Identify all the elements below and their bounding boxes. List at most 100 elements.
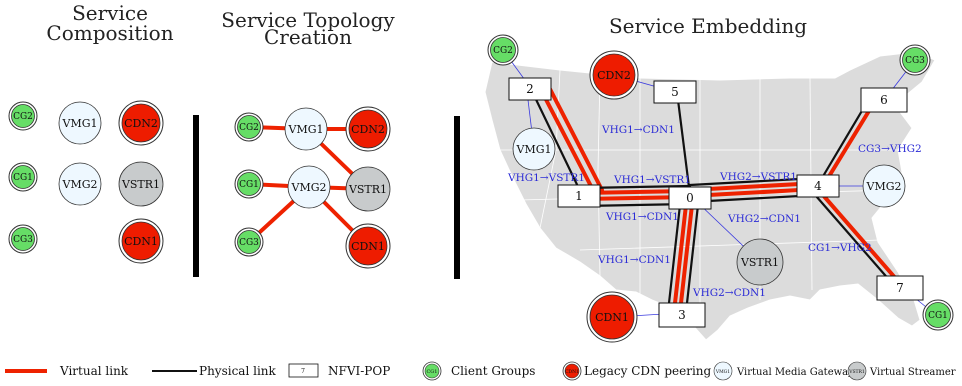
emb-cg1-node: CG1 [922, 299, 954, 331]
vmg1-label: VMG1 [62, 117, 98, 130]
topo-cg2-label: CG2 [239, 123, 259, 133]
composition-title-line2: Composition [46, 21, 173, 45]
legend-cdn-sample: CDN1 [565, 369, 579, 375]
cdn1-label: CDN1 [124, 235, 158, 248]
pop-1: 1 [557, 184, 601, 208]
legend-pop-swatch [288, 363, 319, 378]
emb-cg1-label: CG1 [928, 311, 948, 321]
cg3-node: CG3 [8, 224, 38, 254]
label-vhg1-cdn1-mid: VHG1→CDN1 [605, 211, 679, 223]
emb-vmg2-label: VMG2 [866, 180, 902, 193]
emb-vmg2-node: VMG2 [862, 164, 906, 208]
legend-nfvi-pop: NFVI-POP [328, 364, 390, 378]
topo-vstr1-label: VSTR1 [348, 183, 387, 196]
composition-panel: Service Composition CG2 CG1 CG3 VMG1 VMG… [8, 1, 174, 264]
topo-cdn1-node: CDN1 [345, 223, 391, 269]
label-vhg2-vstr1: VHG2→VSTR1 [719, 171, 797, 183]
vstr1-label: VSTR1 [121, 178, 160, 191]
emb-vmg1-label: VMG1 [516, 143, 552, 156]
label-cg3-vhg2: CG3→VHG2 [858, 143, 922, 155]
legend-cg-swatch [424, 363, 440, 379]
emb-cg3-label: CG3 [905, 56, 925, 66]
emb-cdn1-label: CDN1 [595, 311, 629, 324]
topo-vmg1-node: VMG1 [284, 107, 328, 151]
legend-vstr-swatch [847, 361, 867, 381]
legend-vmg-sample: VMG1 [715, 369, 730, 375]
topology-title-line1: Service Topology [221, 8, 395, 32]
cdn2-node: CDN2 [118, 100, 164, 146]
label-vhg2-cdn1-right: VHG2→CDN1 [727, 213, 801, 225]
topo-cg1-label: CG1 [239, 180, 259, 190]
label-vhg1-cdn1-low: VHG1→CDN1 [597, 254, 671, 266]
topo-vmg1-label: VMG1 [288, 123, 324, 136]
emb-cg3-node: CG3 [899, 44, 931, 76]
panel-separator-1 [193, 115, 199, 277]
topo-vstr1-node: VSTR1 [345, 166, 391, 212]
cg3-label: CG3 [13, 235, 33, 245]
legend-legacy-cdn: Legacy CDN peering [584, 364, 712, 378]
pop-5: 5 [653, 80, 697, 104]
pop-7: 7 [876, 275, 924, 301]
topo-cg1-node: CG1 [234, 169, 264, 199]
label-vhg2-cdn1-low: VHG2→CDN1 [692, 287, 766, 299]
legend-cg-sample: CG1 [426, 369, 437, 375]
label-vhg1-cdn1-top: VHG1→CDN1 [601, 124, 675, 136]
cg1-node: CG1 [8, 162, 38, 192]
legend: Virtual link Physical link 7 NFVI-POP CG… [5, 361, 956, 381]
pop-4-label: 4 [814, 179, 822, 193]
cdn1-node: CDN1 [118, 218, 164, 264]
topo-cg3-label: CG3 [239, 238, 259, 248]
cg2-label: CG2 [13, 112, 33, 122]
legend-vmg-swatch [713, 361, 733, 381]
cdn2-label: CDN2 [124, 117, 158, 130]
composition-title-line1: Service [72, 1, 148, 25]
topo-vmg2-label: VMG2 [291, 181, 327, 194]
pop-6-label: 6 [880, 93, 888, 107]
pop-3-label: 3 [678, 308, 686, 322]
emb-vstr1-label: VSTR1 [740, 256, 779, 269]
topo-cdn2-node: CDN2 [345, 106, 391, 152]
legend-pop-sample: 7 [301, 368, 305, 375]
topo-cg2-node: CG2 [234, 112, 264, 142]
legend-vstr: Virtual Streamer [869, 367, 956, 378]
panel-separator-2 [454, 116, 460, 279]
topo-vmg2-node: VMG2 [287, 165, 331, 209]
link-annotations: VHG1→CDN1 VHG1→VSTR1 VHG1→VSTR1 VHG1→CDN… [507, 124, 922, 299]
topo-cdn1-label: CDN1 [351, 240, 385, 253]
vmg1-node: VMG1 [58, 101, 102, 145]
topo-cdn2-label: CDN2 [351, 123, 385, 136]
legend-vstr-sample: VSTR1 [848, 369, 865, 375]
emb-vmg1-node: VMG1 [512, 127, 556, 171]
topology-panel: Service Topology Creation CG2 CG1 CG3 [221, 8, 395, 269]
cg1-label: CG1 [13, 173, 33, 183]
legend-virtual-link: Virtual link [59, 364, 129, 378]
emb-cg2-node: CG2 [487, 34, 519, 66]
pop-7-label: 7 [896, 281, 904, 295]
legend-client-groups: Client Groups [451, 364, 535, 378]
emb-cdn1-node: CDN1 [586, 291, 638, 343]
pop-6: 6 [860, 87, 908, 113]
pop-5-label: 5 [671, 85, 679, 99]
topology-title-line2: Creation [264, 25, 352, 49]
pop-2-label: 2 [526, 82, 534, 96]
label-cg1-vhg2: CG1→VHG2 [808, 242, 872, 254]
legend-cdn-swatch [564, 363, 580, 379]
emb-cdn2-node: CDN2 [589, 50, 639, 100]
vmg2-label: VMG2 [62, 178, 98, 191]
pop-4: 4 [796, 174, 840, 198]
vstr1-node: VSTR1 [118, 161, 164, 207]
emb-cg2-label: CG2 [493, 46, 513, 56]
pop-0-label: 0 [686, 191, 694, 205]
pop-3: 3 [658, 302, 706, 328]
legend-vmg: Virtual Media Gateway [736, 367, 854, 378]
cg2-node: CG2 [8, 101, 38, 131]
pop-2: 2 [508, 77, 552, 101]
embedding-title: Service Embedding [609, 14, 807, 38]
legend-physical-link: Physical link [199, 364, 277, 378]
topo-cg3-node: CG3 [234, 227, 264, 257]
label-vhg1-vstr1-mid: VHG1→VSTR1 [613, 174, 691, 186]
emb-cdn2-label: CDN2 [597, 69, 631, 82]
emb-vstr1-node: VSTR1 [736, 238, 784, 286]
pop-0: 0 [668, 186, 712, 210]
